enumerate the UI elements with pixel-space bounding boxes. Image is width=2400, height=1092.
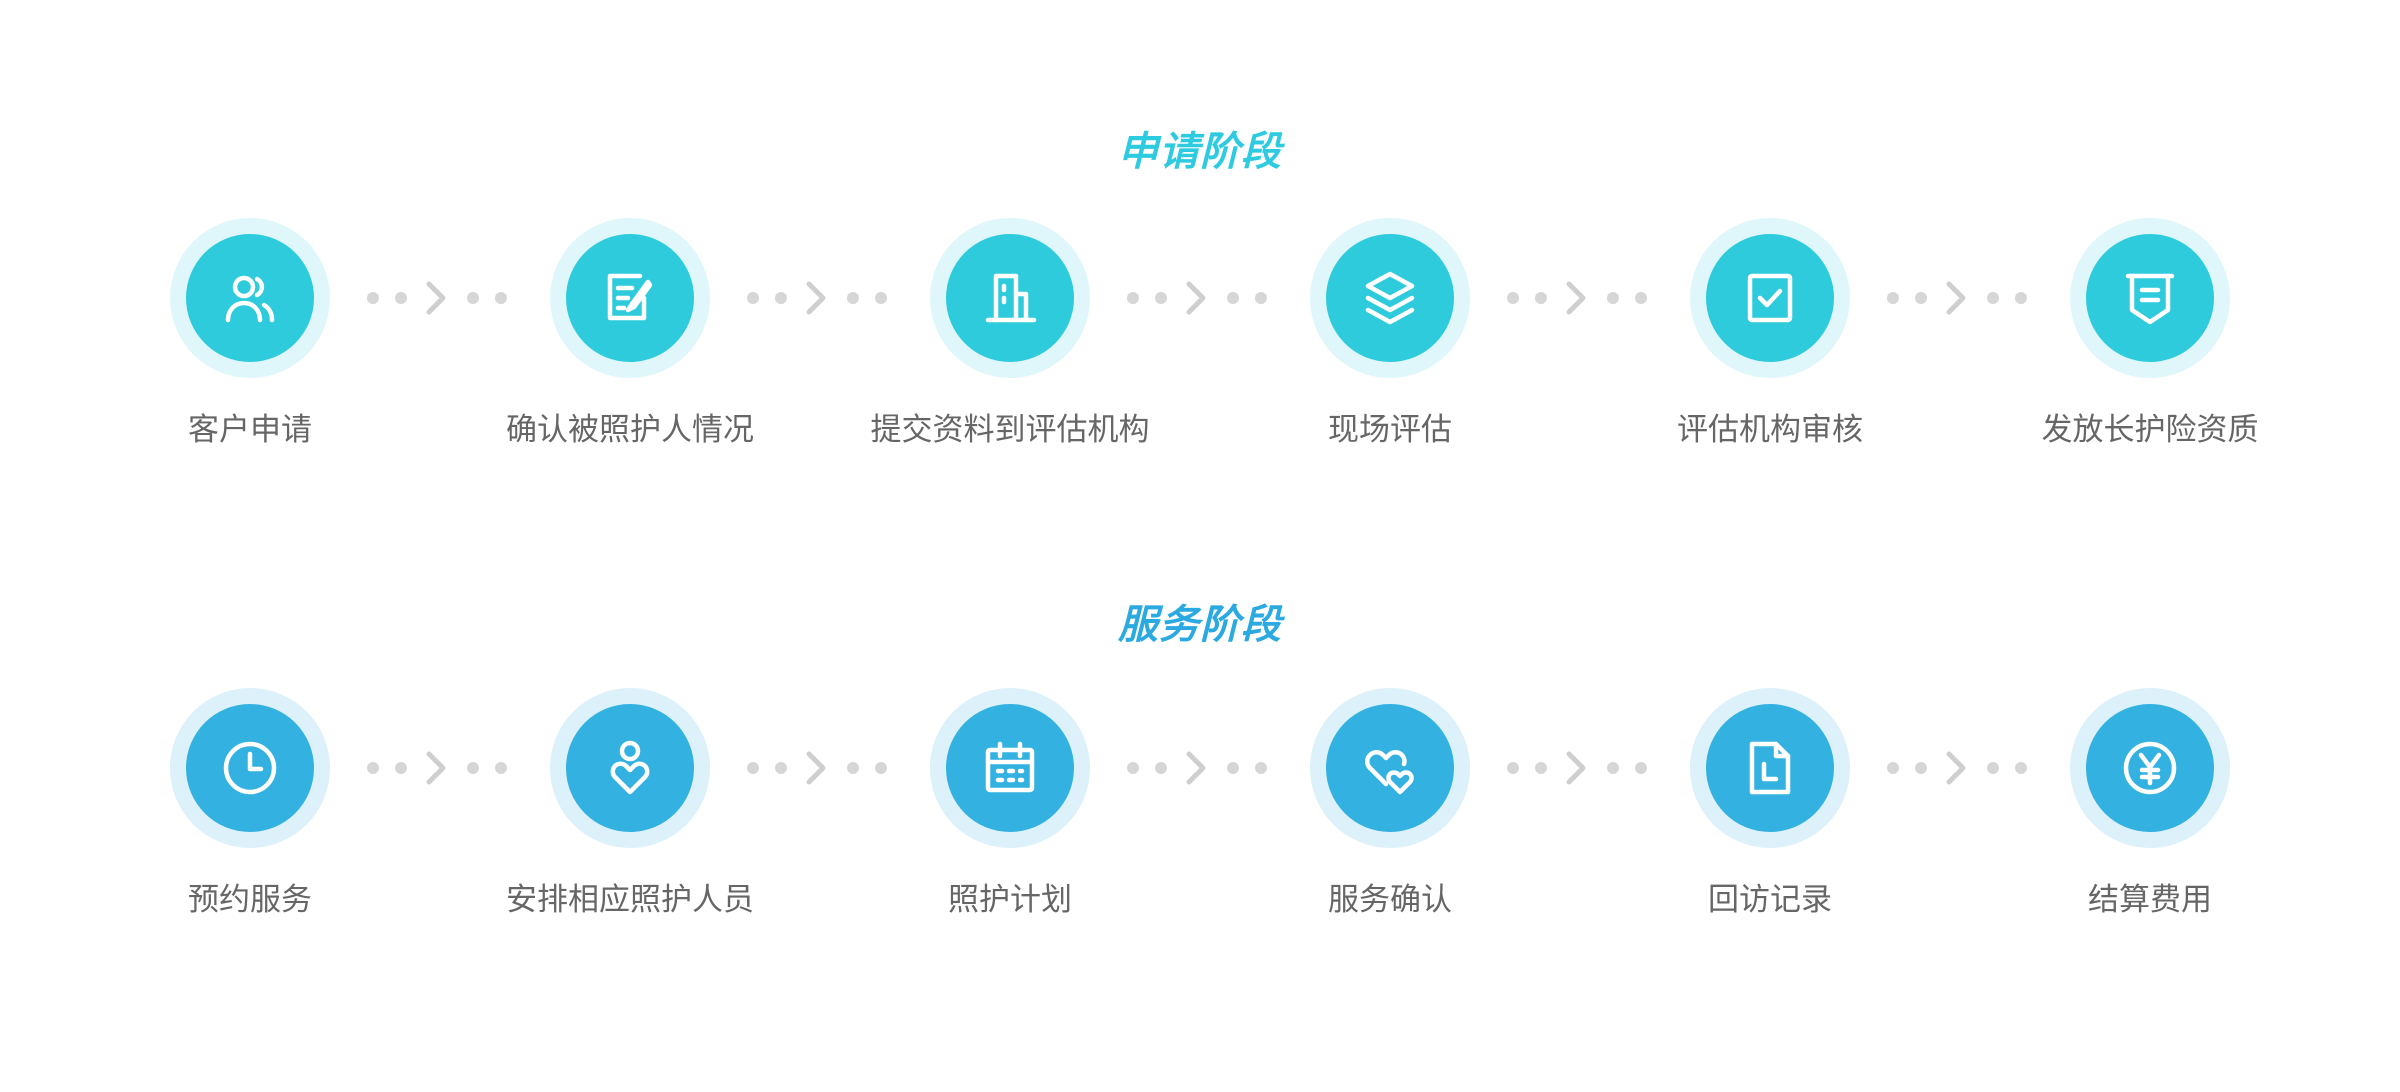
node-core (2086, 704, 2214, 832)
step-node-apply-5 (1690, 218, 1850, 378)
hearts-icon (1364, 749, 1414, 795)
connector-arrow (1887, 281, 2027, 315)
layers-icon (1365, 271, 1415, 325)
node-core (1326, 234, 1454, 362)
connector-arrow (1887, 751, 2027, 785)
step-label: 结算费用 (2088, 882, 2212, 918)
step-label: 回访记录 (1708, 882, 1832, 918)
node-core (566, 234, 694, 362)
step-label: 客户申请 (188, 412, 312, 448)
stage-title-apply: 申请阶段 (1118, 129, 1282, 175)
step-node-serve-5 (1690, 688, 1850, 848)
step-node-apply-6 (2070, 218, 2230, 378)
node-core (946, 704, 1074, 832)
building-icon (985, 273, 1037, 323)
step-label: 预约服务 (188, 882, 312, 918)
connector-arrow (367, 751, 507, 785)
clock-icon (223, 741, 277, 795)
yen-coin-icon (2123, 741, 2177, 795)
step-node-serve-6 (2070, 688, 2230, 848)
step-node-serve-3 (930, 688, 1090, 848)
connector-arrow (1507, 751, 1647, 785)
step-label: 提交资料到评估机构 (870, 412, 1150, 448)
node-core (1706, 704, 1834, 832)
step-node-apply-2 (550, 218, 710, 378)
badge-icon (2125, 273, 2175, 325)
connector-arrow (747, 281, 887, 315)
node-core (186, 704, 314, 832)
step-label: 安排相应照护人员 (506, 882, 754, 918)
connector-arrow (1507, 281, 1647, 315)
step-node-apply-1 (170, 218, 330, 378)
node-core (186, 234, 314, 362)
calendar-icon (985, 741, 1035, 793)
step-label: 评估机构审核 (1677, 412, 1863, 448)
stage-title-serve: 服务阶段 (1118, 602, 1282, 648)
caregiver-icon (610, 740, 650, 795)
connector-arrow (1127, 281, 1267, 315)
step-label: 确认被照护人情况 (506, 412, 754, 448)
node-core (946, 234, 1074, 362)
connector-arrow (747, 751, 887, 785)
node-core (2086, 234, 2214, 362)
edit-document-icon (607, 273, 653, 321)
step-label: 发放长护险资质 (2041, 412, 2259, 448)
connector-arrow (1127, 751, 1267, 785)
step-node-serve-1 (170, 688, 330, 848)
step-node-apply-4 (1310, 218, 1470, 378)
connector-arrow (367, 281, 507, 315)
step-node-serve-2 (550, 688, 710, 848)
users-icon (225, 275, 275, 323)
file-time-icon (1749, 741, 1791, 795)
checkbox-icon (1747, 273, 1793, 323)
step-label: 现场评估 (1328, 412, 1452, 448)
node-core (1326, 704, 1454, 832)
step-label: 照护计划 (948, 882, 1072, 918)
node-core (1706, 234, 1834, 362)
step-label: 服务确认 (1328, 882, 1452, 918)
step-node-apply-3 (930, 218, 1090, 378)
step-node-serve-4 (1310, 688, 1470, 848)
node-core (566, 704, 694, 832)
